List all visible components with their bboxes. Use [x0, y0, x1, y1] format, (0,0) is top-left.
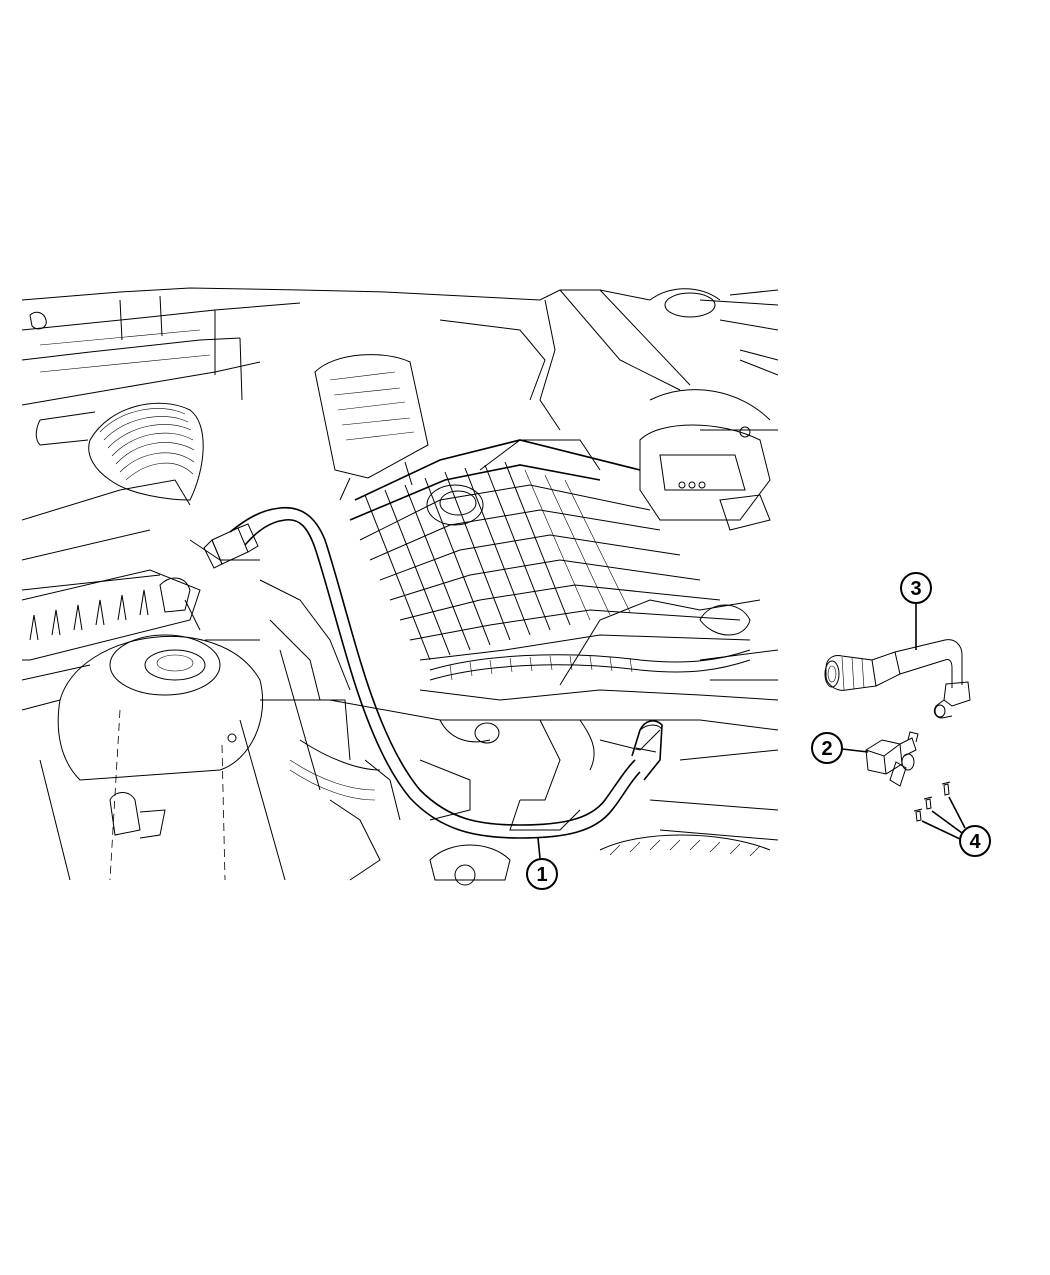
part-2-valve-illustration — [865, 731, 919, 787]
callout-1-label: 1 — [536, 864, 547, 886]
callout-3: 3 — [900, 572, 932, 604]
leader-lines — [537, 604, 966, 859]
part-3-hose-illustration — [824, 639, 971, 719]
engine-bay-illustration — [22, 287, 778, 886]
part-4-screws-illustration — [913, 781, 951, 822]
callout-2: 2 — [811, 732, 843, 764]
callout-3-label: 3 — [910, 578, 921, 600]
callout-4: 4 — [959, 825, 991, 857]
callout-2-label: 2 — [821, 738, 832, 760]
callout-1: 1 — [526, 858, 558, 890]
callout-4-label: 4 — [969, 831, 981, 853]
